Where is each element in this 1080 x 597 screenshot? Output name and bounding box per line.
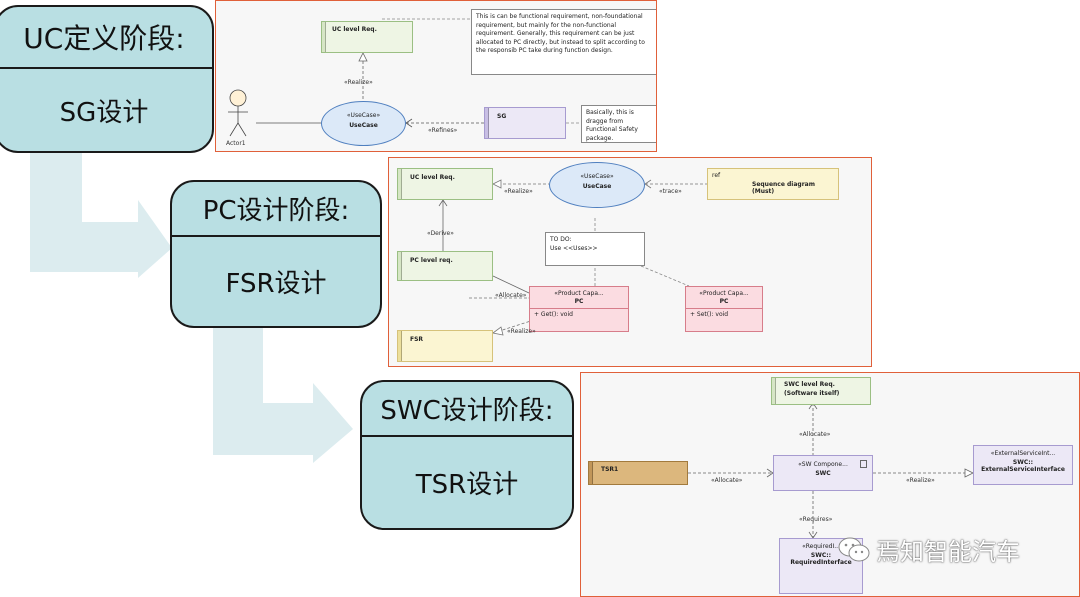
dragged-note: Basically, this is dragge from Functiona…	[581, 105, 656, 143]
product-capability-set: «Product Capa... PC + Set(): void	[685, 286, 763, 332]
realize-label: «Realize»	[906, 477, 935, 484]
flow-arrow-2	[213, 325, 353, 463]
usecase-ellipse: «UseCase» UseCase	[321, 101, 406, 146]
stage-title: SWC设计阶段:	[362, 382, 572, 437]
external-service-interface-box: «ExternalServiceInt... SWC:: ExternalSer…	[973, 445, 1073, 485]
stage-body: FSR设计	[225, 269, 327, 299]
uc-level-req-box: UC level Req.	[397, 168, 493, 200]
stage-title: UC定义阶段:	[0, 7, 212, 69]
pc-level-req-box: PC level req.	[397, 251, 493, 281]
sg-box: SG	[484, 107, 566, 139]
watermark-text: 焉知智能汽车	[876, 538, 1020, 566]
fsr-box: FSR	[397, 330, 493, 362]
sequence-diagram-ref: ref Sequence diagram (Must)	[707, 168, 839, 200]
realize-label: «Realize»	[504, 188, 533, 195]
component-icon	[860, 460, 867, 468]
product-capability-get: «Product Capa... PC + Get(): void	[529, 286, 629, 332]
requirement-note: This is can be functional requirement, n…	[471, 9, 656, 75]
tsr1-box: TSR1	[588, 461, 688, 485]
todo-note: TO DO: Use <<Uses>>	[545, 232, 645, 266]
allocate-label: «Allocate»	[711, 477, 743, 484]
wechat-icon	[838, 537, 870, 561]
stage-swc-design: SWC设计阶段: TSR设计	[360, 380, 574, 530]
uml-panel-swc: SWC level Req. (Software itself) «Alloca…	[580, 372, 1080, 597]
sw-component-box: «SW Compone... SWC	[773, 455, 873, 491]
refines-label: «Refines»	[428, 127, 458, 134]
trace-label: «trace»	[659, 188, 682, 195]
uml-panel-uc: UC level Req. This is can be functional …	[215, 0, 657, 152]
stage-body: TSR设计	[415, 470, 519, 500]
stage-title: PC设计阶段:	[172, 182, 380, 237]
requires-label: «Requires»	[799, 516, 833, 523]
uml-panel-pc: UC level Req. «Realize» «UseCase» UseCas…	[388, 157, 872, 367]
usecase-ellipse: «UseCase» UseCase	[549, 162, 645, 208]
watermark: 焉知智能汽车	[838, 532, 1020, 567]
flow-arrow-1	[30, 150, 172, 278]
actor-label: Actor1	[226, 140, 246, 147]
uc-level-req-box: UC level Req.	[321, 21, 413, 53]
stage-body: SG设计	[59, 97, 149, 128]
stage-pc-design: PC设计阶段: FSR设计	[170, 180, 382, 328]
derive-label: «Derive»	[427, 230, 454, 237]
swc-level-req-box: SWC level Req. (Software itself)	[771, 377, 871, 405]
allocate-label: «Allocate»	[495, 292, 527, 299]
panel1-connectors	[228, 18, 581, 137]
allocate-label: «Allocate»	[799, 431, 831, 438]
stage-uc-definition: UC定义阶段: SG设计	[0, 5, 214, 153]
realize-label: «Realize»	[344, 79, 373, 86]
realize-label: «Realize»	[507, 328, 536, 335]
